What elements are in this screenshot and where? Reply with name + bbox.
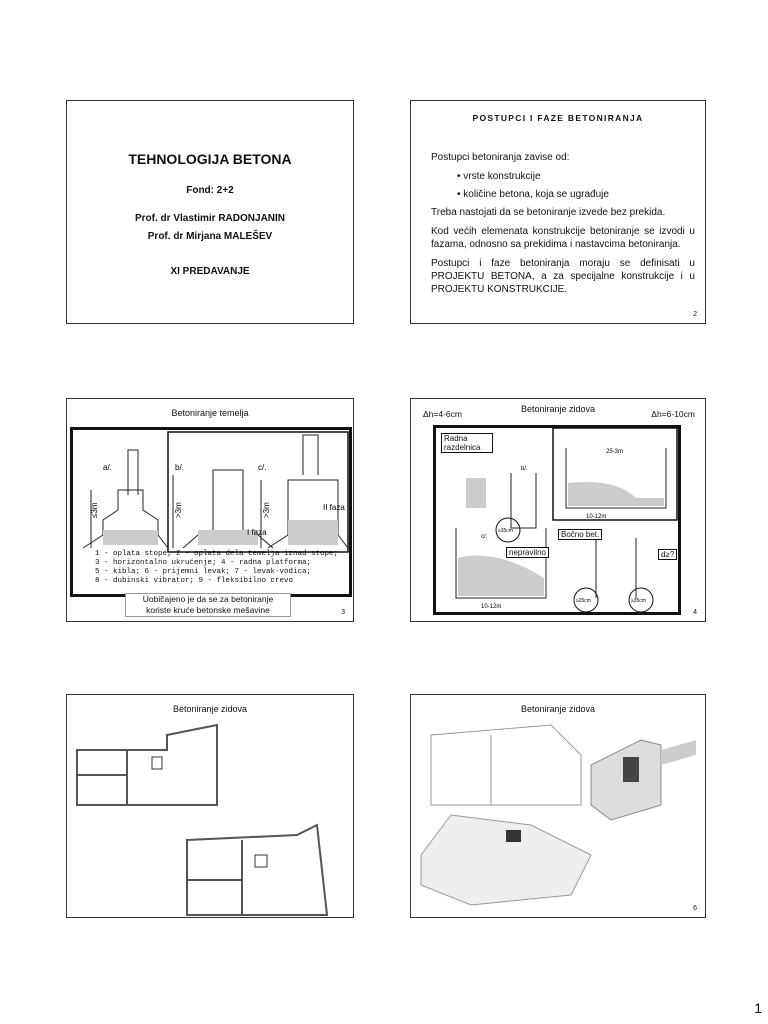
wall-figure: b/. c/. 10-12m 10-12m 25-3m ≥35cm ≥25cm ≥3… [433, 425, 681, 615]
label-radna-razdelnica: Radna razdelnica [441, 433, 493, 453]
paragraph: Treba nastojati da se betoniranje izvede… [431, 207, 666, 218]
height-label-a: ≤3m [90, 502, 99, 518]
page-number: 1 [754, 1000, 762, 1016]
slide-number: 6 [693, 905, 697, 912]
author-2: Prof. dr Mirjana MALEŠEV [147, 231, 273, 242]
3d-wall-renders [420, 724, 696, 906]
slide-6: Betoniranje zidova 6 [410, 694, 706, 918]
legend-line: 1 - oplata stope; 2 - oplata dela temelj… [95, 550, 339, 558]
label-nepravilno: nepravilno [506, 547, 549, 558]
slide-number: 2 [693, 311, 697, 318]
slide-title: Betoniranje zidova [172, 704, 248, 714]
legend-line: 8 - dubinski vibrator; 9 - fleksibilno c… [95, 577, 294, 585]
foundation-figure: a/. b/. c/. ≤3m >3m >3m I faza II faza 1… [70, 427, 352, 597]
slide-4: Betoniranje zidova Δh=4-6cm Δh=6-10cm b/… [410, 398, 706, 622]
label-phase-1: I faza [247, 528, 267, 537]
svg-text:≥25cm: ≥25cm [576, 598, 591, 604]
legend-line: 5 - kibla; 6 - prijemni levak; 7 - levak… [95, 568, 312, 576]
paragraph: Kod većih elemenata konstrukcije betonir… [431, 226, 695, 250]
label-c: c/. [258, 463, 266, 472]
author-1: Prof. dr Vlastimir RADONJANIN [134, 213, 286, 224]
slide-2: POSTUPCI I FAZE BETONIRANJA Postupci bet… [410, 100, 706, 324]
dh-right: Δh=6-10cm [651, 409, 695, 419]
label-d: d≥? [658, 549, 678, 560]
intro: Postupci betoniranja zavise od: [431, 152, 570, 163]
slide-title: TEHNOLOGIJA BETONA [128, 151, 292, 167]
dh-left: Δh=4-6cm [423, 409, 462, 419]
svg-text:25-3m: 25-3m [606, 449, 623, 455]
svg-text:≥35cm: ≥35cm [631, 598, 646, 604]
label-a: a/. [103, 463, 112, 472]
lecture: XI PREDAVANJE [170, 266, 250, 277]
height-label-c: >3m [262, 502, 271, 518]
label-phase-2: II faza [323, 503, 345, 512]
slide-5: Betoniranje zidova [66, 694, 354, 918]
fond: Fond: 2+2 [186, 185, 234, 196]
label-bocno-bet: Bočno bet. [558, 529, 603, 540]
svg-text:b/.: b/. [521, 466, 528, 472]
slide-title: Betoniranje temelja [171, 408, 249, 418]
slide-heading: POSTUPCI I FAZE BETONIRANJA [472, 113, 644, 123]
bullet: • vrste konstrukcije [457, 171, 541, 182]
svg-text:10-12m: 10-12m [586, 514, 606, 520]
legend-line: 3 - horizontalno ukrućenje; 4 - radna pl… [95, 559, 312, 567]
slide-3: Betoniranje temelja a/. b/. c/. ≤3m >3m … [66, 398, 354, 622]
floor-plan-drawings [76, 723, 329, 916]
slide-number: 3 [341, 609, 345, 616]
svg-text:≥35cm: ≥35cm [498, 528, 513, 534]
slide-1: TEHNOLOGIJA BETONA Fond: 2+2 Prof. dr Vl… [66, 100, 354, 324]
wall-drawing: b/. c/. 10-12m 10-12m 25-3m ≥35cm ≥25cm ≥3… [455, 428, 678, 612]
svg-text:c/.: c/. [481, 534, 488, 540]
foundation-drawing: a/. b/. c/. ≤3m >3m >3m I faza II faza [82, 431, 349, 553]
svg-text:10-12m: 10-12m [481, 604, 501, 610]
paragraph: Postupci i faze betoniranja moraju se de… [431, 258, 695, 295]
slide-title: Betoniranje zidova [520, 704, 596, 714]
label-b: b/. [175, 463, 184, 472]
slide-title: Betoniranje zidova [520, 404, 596, 414]
bullet: • količine betona, koja se ugrađuje [457, 189, 609, 200]
slide-number: 4 [693, 609, 697, 616]
height-label-b: >3m [174, 502, 183, 518]
